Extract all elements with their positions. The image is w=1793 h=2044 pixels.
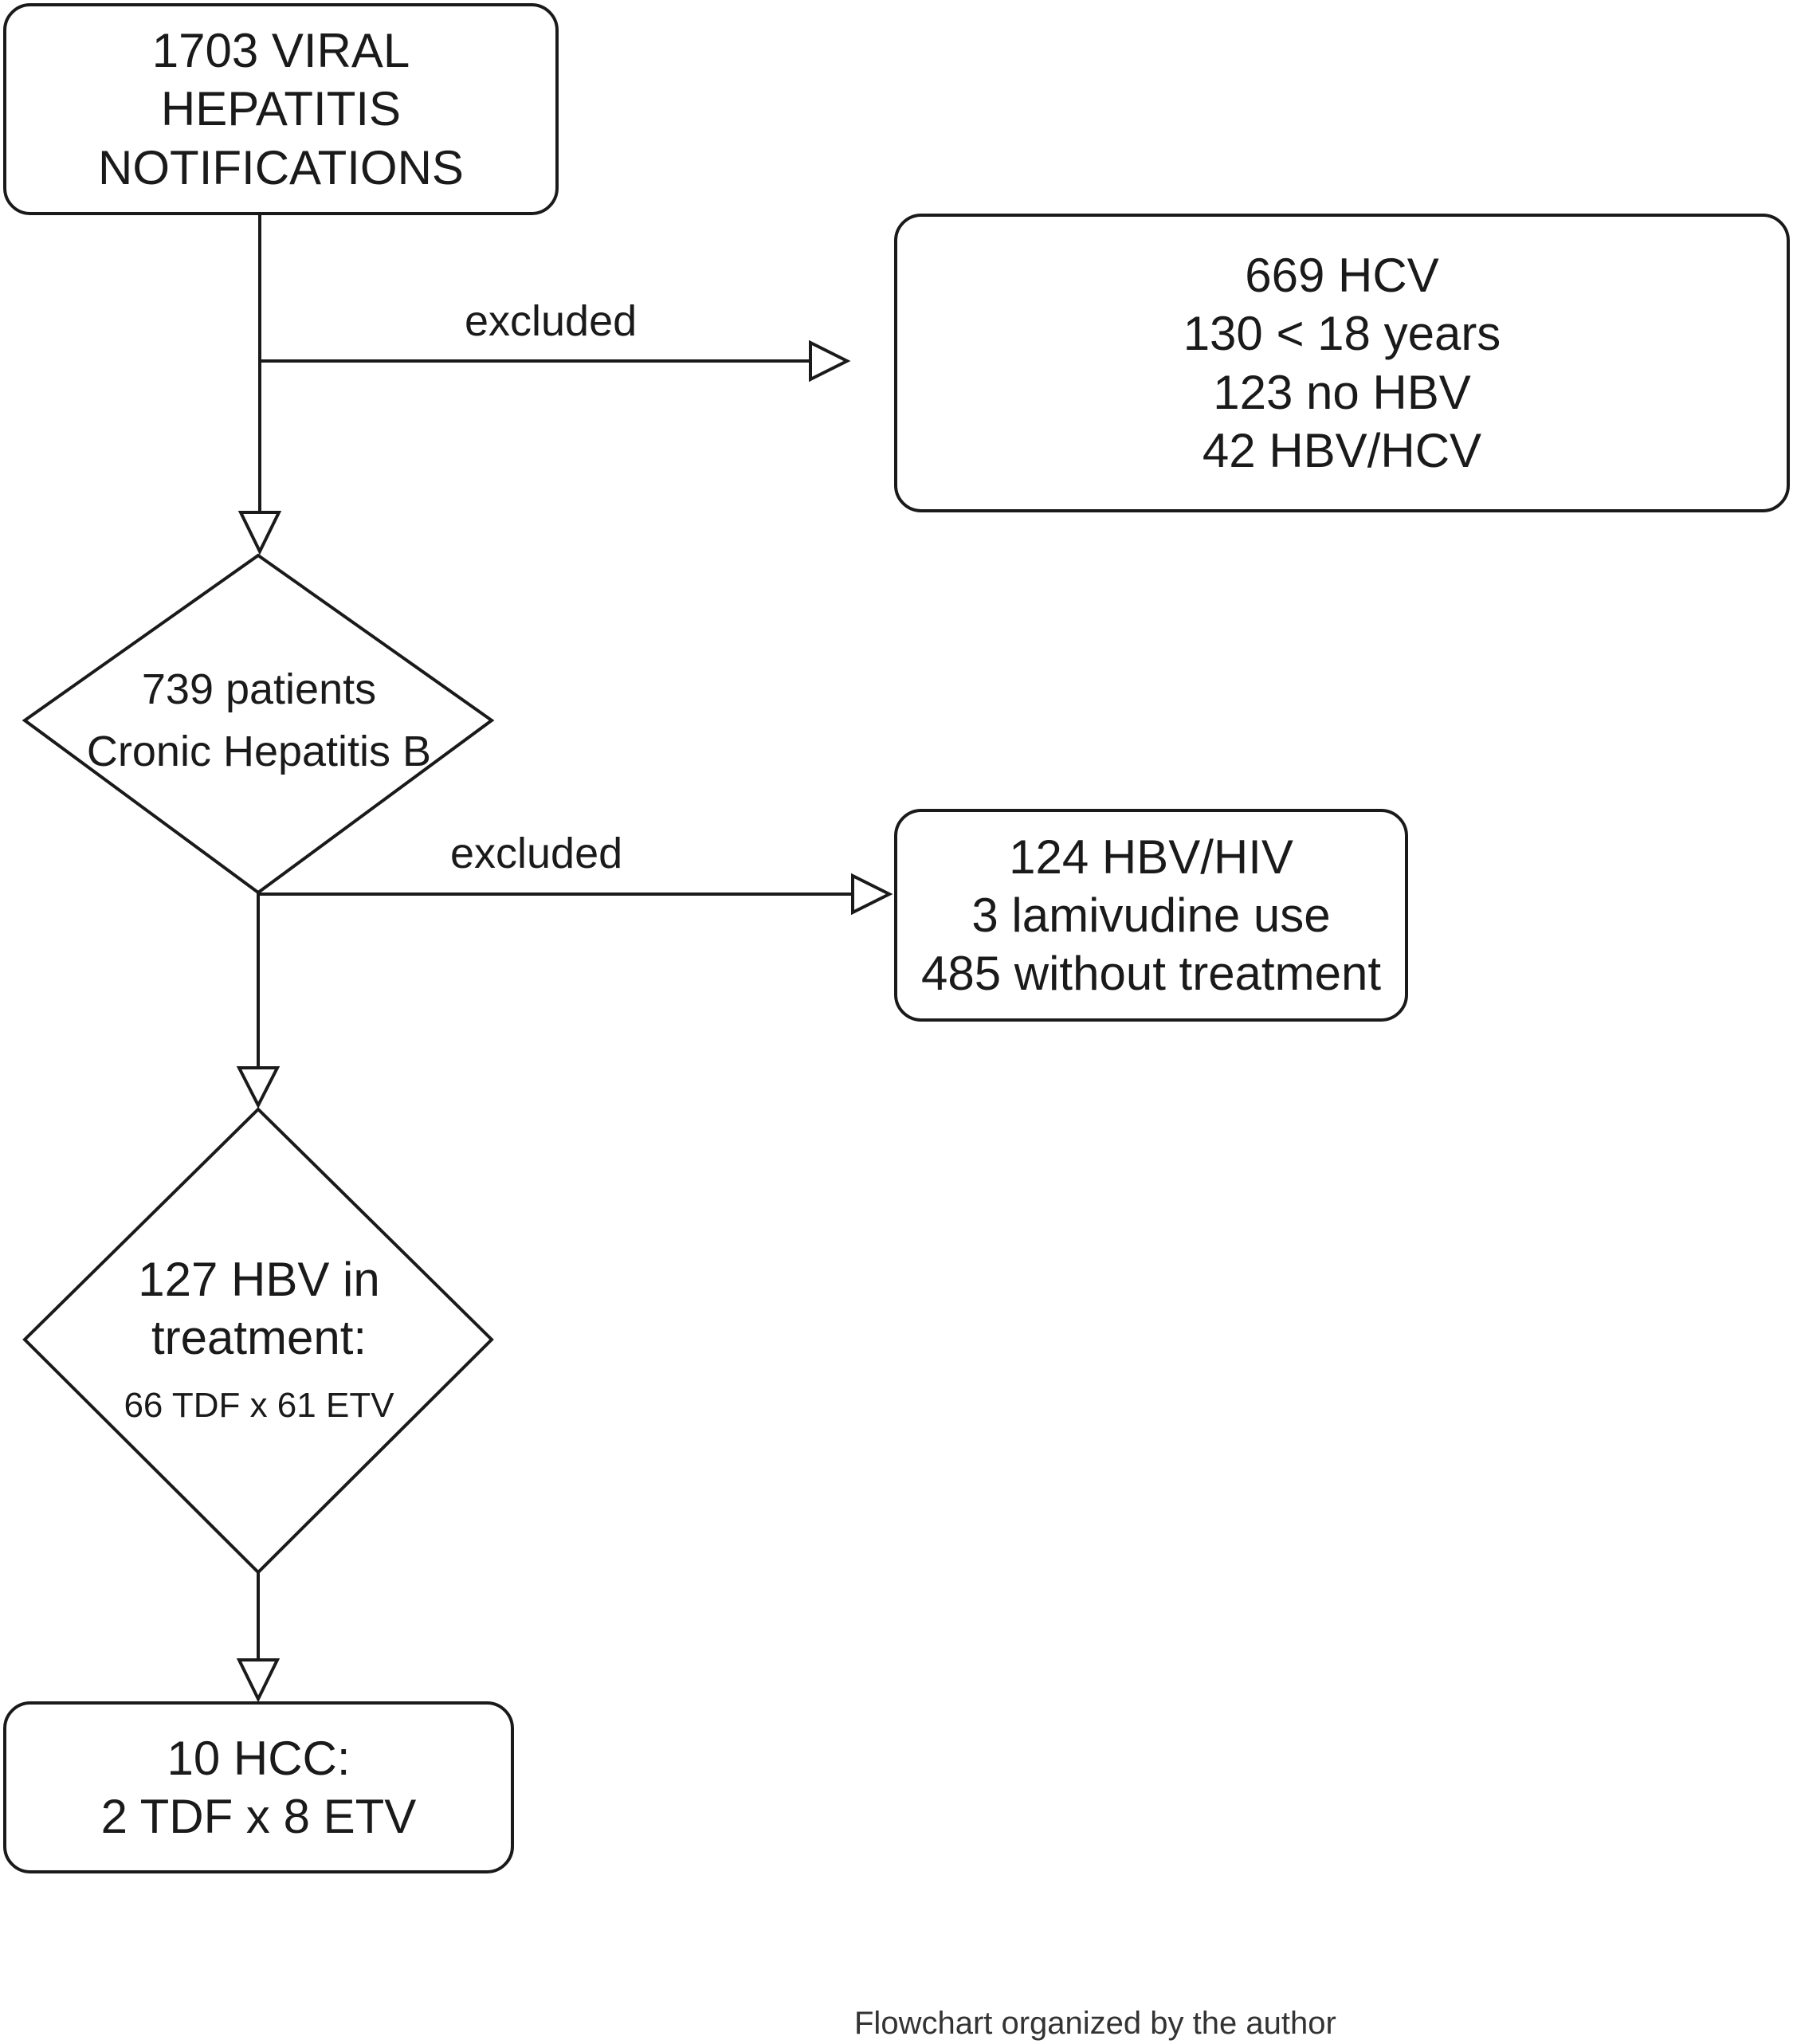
- in-treatment-detail: 66 TDF x 61 ETV: [124, 1386, 394, 1426]
- excluded-first-line-1: 669 HCV: [1245, 249, 1439, 303]
- excluded-second-line-3: 485 without treatment: [920, 947, 1381, 1001]
- excluded-second-line-1: 124 HBV/HIV: [1009, 830, 1293, 884]
- arrowhead-to-treatment: [236, 1066, 281, 1109]
- notifications-line-1: 1703 VIRAL: [151, 24, 410, 78]
- excluded-second-box: 124 HBV/HIV 3 lamivudine use 485 without…: [894, 809, 1408, 1022]
- excluded-first-box: 669 HCV 130 < 18 years 123 no HBV 42 HBV…: [894, 214, 1790, 512]
- hcc-line-2: 2 TDF x 8 ETV: [100, 1790, 417, 1843]
- figure-caption: Flowchart organized by the author: [854, 2006, 1336, 2041]
- hcc-box: 10 HCC: 2 TDF x 8 ETV: [3, 1701, 514, 1873]
- chronic-hbv-text: 739 patients Cronic Hepatitis B: [48, 653, 470, 789]
- excluded-first-line-2: 130 < 18 years: [1183, 307, 1501, 361]
- excluded-first-line-3: 123 no HBV: [1213, 365, 1471, 419]
- excluded-label-first: excluded: [465, 297, 638, 345]
- notifications-box: 1703 VIRAL HEPATITIS NOTIFICATIONS: [3, 3, 559, 215]
- notifications-line-3: NOTIFICATIONS: [98, 140, 464, 194]
- in-treatment-line-2: treatment:: [151, 1311, 367, 1365]
- arrowhead-to-excluded-second: [851, 873, 893, 916]
- excluded-first-line-4: 42 HBV/HCV: [1202, 423, 1482, 477]
- in-treatment-text: 127 HBV in treatment: 66 TDF x 61 ETV: [64, 1231, 454, 1446]
- excluded-label-second: excluded: [450, 830, 623, 877]
- arrowhead-to-excluded-first: [809, 339, 851, 383]
- hcc-line-1: 10 HCC:: [167, 1731, 351, 1785]
- in-treatment-line-1: 127 HBV in: [138, 1252, 380, 1306]
- chronic-hbv-line-2: Cronic Hepatitis B: [86, 728, 432, 775]
- chronic-hbv-line-1: 739 patients: [141, 665, 377, 714]
- notifications-line-2: HEPATITIS: [160, 82, 402, 136]
- arrowhead-to-chronic: [237, 511, 282, 555]
- arrowhead-to-hcc: [236, 1658, 281, 1703]
- excluded-second-line-2: 3 lamivudine use: [971, 888, 1331, 942]
